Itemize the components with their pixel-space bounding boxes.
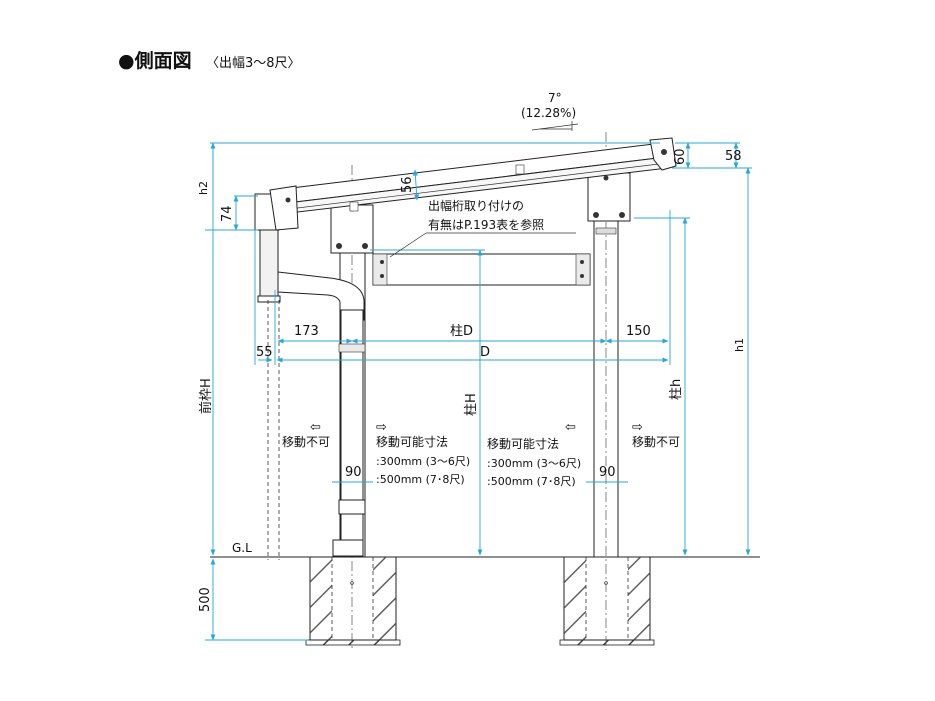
left-pillar-width-label: 90 bbox=[345, 465, 362, 480]
right-fixed-label: 移動不可 bbox=[632, 435, 680, 449]
slope-indicator bbox=[531, 121, 579, 131]
front-frame bbox=[254, 193, 281, 560]
right-movable-line2: :500mm (7･8尺) bbox=[487, 475, 576, 488]
ground-level-label: G.L bbox=[232, 541, 252, 555]
front-frame-height-label: 前枠H bbox=[198, 378, 214, 414]
foundation-left bbox=[305, 556, 401, 646]
page-title: ●側面図 bbox=[118, 50, 192, 72]
pillar-span-label: 柱D bbox=[450, 324, 473, 339]
page-subtitle: 〈出幅3〜8尺〉 bbox=[206, 56, 301, 71]
roof-panel bbox=[269, 137, 677, 231]
right-pillar-height-label: 柱h bbox=[669, 379, 684, 400]
left-movable-title: 移動可能寸法 bbox=[376, 435, 448, 449]
h2-label: h2 bbox=[197, 181, 210, 195]
right-movable-line1: :300mm (3〜6尺) bbox=[487, 457, 581, 470]
left-movable-line2: :500mm (7･8尺) bbox=[376, 473, 465, 486]
right-arrow-fixed: ⇨ bbox=[632, 420, 643, 435]
depth-label: D bbox=[480, 345, 490, 360]
slope-percent: (12.28%) bbox=[521, 106, 576, 120]
dim-56: 56 bbox=[400, 176, 415, 193]
beam-note-line2: 有無はP.193表を参照 bbox=[428, 217, 544, 232]
left-arrow-movable-right: ⇦ bbox=[565, 420, 576, 435]
right-pillar-width-label: 90 bbox=[599, 465, 616, 480]
left-pillar-height-label: 柱H bbox=[464, 393, 479, 416]
beam-note-line1: 出幅桁取り付けの bbox=[428, 198, 524, 213]
dim-150: 150 bbox=[626, 324, 651, 339]
middle-beam bbox=[372, 253, 591, 286]
right-arrow-movable-left: ⇨ bbox=[376, 420, 387, 435]
dim-58: 58 bbox=[725, 149, 742, 164]
dim-55: 55 bbox=[256, 345, 273, 360]
dim-74: 74 bbox=[220, 205, 235, 222]
foundation-right bbox=[559, 556, 655, 646]
slope-angle: 7° bbox=[548, 91, 562, 105]
left-fixed-label: 移動不可 bbox=[282, 435, 330, 449]
h1-label: h1 bbox=[733, 338, 746, 352]
downpipe bbox=[277, 271, 366, 557]
left-movable-line1: :300mm (3〜6尺) bbox=[376, 455, 470, 468]
dim-60: 60 bbox=[673, 148, 688, 165]
foundation-depth-label: 500 bbox=[198, 587, 213, 612]
right-pillar bbox=[587, 132, 631, 650]
left-arrow-fixed: ⇦ bbox=[310, 420, 321, 435]
right-movable-title: 移動可能寸法 bbox=[487, 437, 559, 451]
dim-173: 173 bbox=[294, 324, 319, 339]
